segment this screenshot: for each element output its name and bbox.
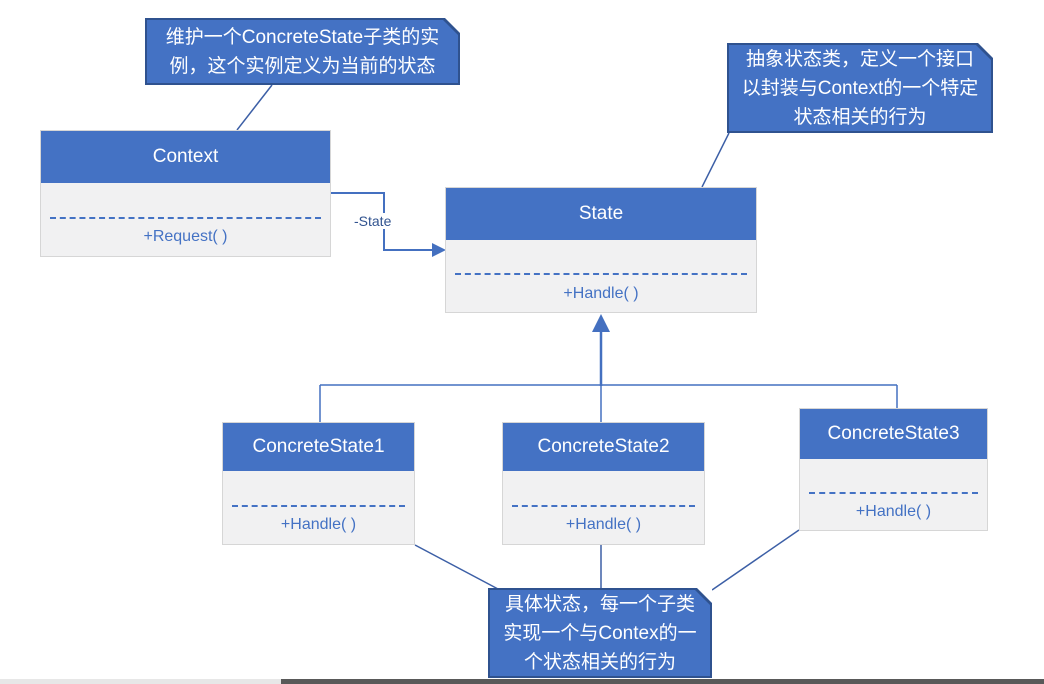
class-method: +Handle( ) [855,502,932,520]
compartment-divider [455,273,747,276]
folded-corner-icon [697,588,712,603]
class-name: ConcreteState3 [827,423,960,444]
class-state[interactable]: State +Handle( ) [445,187,757,313]
note-text-line: 例，这个实例定义为当前的状态 [169,55,436,77]
class-method: +Handle( ) [563,284,639,302]
class-header: ConcreteState3 [800,409,987,459]
compartment-divider [232,504,405,507]
note-text-line: 状态相关的行为 [793,106,927,128]
class-concretestate3[interactable]: ConcreteState3 +Handle( ) [799,408,988,531]
class-header: ConcreteState1 [223,423,414,471]
note-context-instance[interactable]: 维护一个ConcreteState子类的实 例，这个实例定义为当前的状态 [145,18,460,85]
class-attributes-compartment [41,183,330,217]
class-body: +Handle( ) [446,240,756,312]
note-text-line: 个状态相关的行为 [523,651,676,673]
folded-corner-icon [978,43,993,58]
class-body: +Handle( ) [223,471,414,544]
compartment-divider [512,504,695,507]
class-header: Context [41,131,330,183]
class-name: ConcreteState1 [252,436,385,457]
class-body: +Request( ) [41,183,330,256]
scrollbar-track[interactable] [0,679,281,684]
scrollbar-thumb[interactable] [281,679,1044,684]
class-context[interactable]: Context +Request( ) [40,130,331,257]
class-attributes-compartment [446,240,756,273]
class-method: +Request( ) [143,228,228,246]
folded-corner-icon [445,18,460,33]
class-attributes-compartment [503,471,704,505]
class-attributes-compartment [223,471,414,505]
class-header: ConcreteState2 [503,423,704,471]
note-text-line: 实现一个与Contex的一 [503,622,697,644]
class-header: State [446,188,756,240]
compartment-divider [809,491,978,494]
note-concrete-state[interactable]: 具体状态，每一个子类 实现一个与Contex的一 个状态相关的行为 [488,588,712,678]
class-name: ConcreteState2 [537,436,670,457]
note-abstract-state[interactable]: 抽象状态类，定义一个接口 以封装与Context的一个特定 状态相关的行为 [727,43,993,133]
class-name: Context [152,146,219,167]
note-text-line: 具体状态，每一个子类 [504,593,695,615]
class-name: State [578,203,624,224]
note-text-line: 以封装与Context的一个特定 [741,77,979,99]
class-attributes-compartment [800,459,987,492]
association-label-state: -State [352,213,394,229]
note-text-line: 抽象状态类，定义一个接口 [745,48,974,70]
class-body: +Handle( ) [800,459,987,530]
class-concretestate2[interactable]: ConcreteState2 +Handle( ) [502,422,705,545]
compartment-divider [50,216,321,219]
class-concretestate1[interactable]: ConcreteState1 +Handle( ) [222,422,415,545]
class-body: +Handle( ) [503,471,704,544]
class-method: +Handle( ) [565,516,642,534]
class-method: +Handle( ) [280,516,357,534]
note-text-line: 维护一个ConcreteState子类的实 [165,26,440,48]
